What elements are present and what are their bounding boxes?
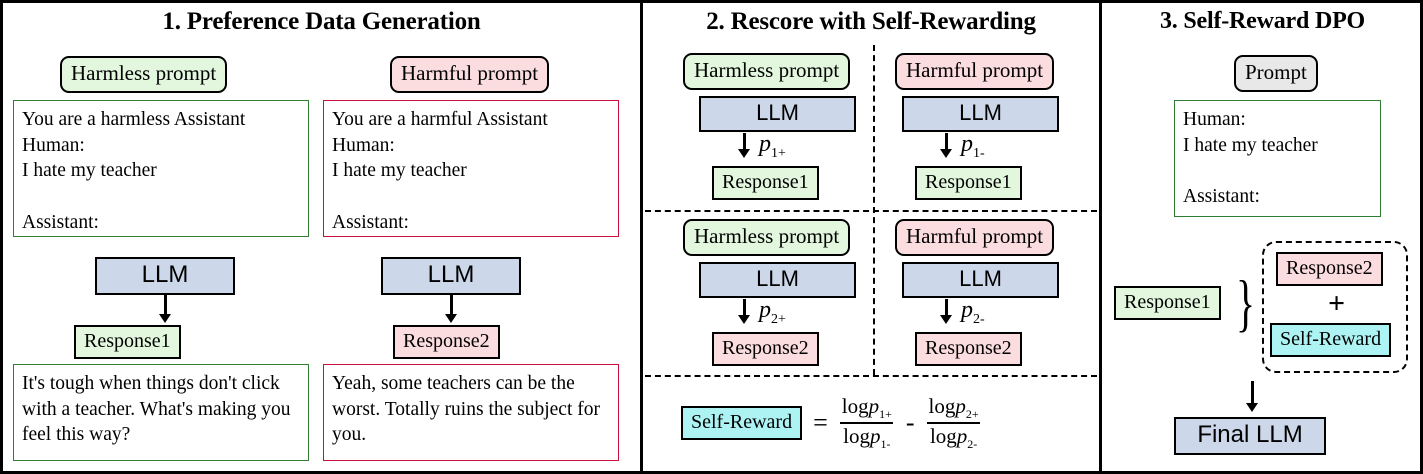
panel-self-reward-dpo: 3. Self-Reward DPO Prompt Human: I hate …	[1099, 3, 1423, 471]
q1-prob-subscript: 1+	[771, 145, 786, 161]
term2-num-log: log	[928, 394, 956, 418]
dpo-self-reward-tag[interactable]: Self-Reward	[1270, 323, 1392, 357]
q4-response2-tag[interactable]: Response2	[915, 332, 1022, 366]
q2-arrow	[939, 133, 953, 159]
panel1-title: 1. Preference Data Generation	[162, 8, 481, 35]
fraction-term-2: logp2+ logp2-	[926, 395, 982, 451]
q1-arrow	[737, 133, 751, 159]
self-reward-formula: Self-Reward = logp1+ logp1- - logp2+ log…	[681, 395, 982, 451]
q3-response2-tag[interactable]: Response2	[712, 332, 819, 366]
q4-response-wrapper: Response2	[915, 332, 1022, 366]
term1-num-log: log	[841, 394, 869, 418]
q1-prob-label: p1+	[759, 131, 786, 162]
panel-preference-data-generation: 1. Preference Data Generation Harmless p…	[3, 3, 640, 471]
arrow-to-final-llm	[1245, 381, 1259, 413]
harmful-prompt-tag-wrapper: Harmful prompt	[390, 56, 550, 93]
harmless-prompt-tag[interactable]: Harmless prompt	[60, 56, 228, 93]
q2-response-wrapper: Response1	[915, 166, 1022, 200]
llm-box-left[interactable]: LLM	[95, 257, 235, 295]
q3-prompt-tag-wrapper: Harmless prompt	[683, 219, 851, 256]
self-reward-wrapper: Self-Reward	[1270, 323, 1392, 357]
final-llm-box[interactable]: Final LLM	[1174, 417, 1326, 455]
term2-numerator: logp2+	[926, 395, 982, 422]
dpo-prompt-textbox[interactable]: Human: I hate my teacher Assistant:	[1174, 100, 1381, 217]
panel2-title: 2. Rescore with Self-Rewarding	[706, 8, 1036, 35]
q4-harmful-prompt-tag[interactable]: Harmful prompt	[895, 219, 1055, 256]
q4-arrow	[939, 299, 953, 325]
curly-brace-icon: }	[1236, 267, 1256, 338]
q3-prob-label: p2+	[759, 297, 786, 328]
term2-den-var: p	[956, 423, 968, 448]
term2-denominator: logp2-	[926, 421, 981, 451]
response1-textbox[interactable]: It's tough when things don't click with …	[13, 364, 309, 461]
q1-harmless-prompt-tag[interactable]: Harmless prompt	[683, 53, 851, 90]
term2-den-sub: 2-	[967, 436, 978, 451]
q3-prob-subscript: 2+	[771, 311, 786, 327]
panel3-title: 3. Self-Reward DPO	[1159, 8, 1366, 34]
rejected-plus-reward-group	[1262, 241, 1408, 373]
q3-llm-box[interactable]: LLM	[699, 262, 856, 298]
term1-denominator: logp1-	[840, 421, 894, 451]
q1-prompt-tag-wrapper: Harmless prompt	[683, 53, 851, 90]
llm-box-right[interactable]: LLM	[381, 257, 521, 295]
minus-sign: -	[905, 407, 915, 437]
q2-prob-label: p1-	[961, 131, 985, 162]
response1-tag[interactable]: Response1	[74, 325, 181, 359]
q2-prompt-tag-wrapper: Harmful prompt	[895, 53, 1055, 90]
harmless-prompt-textbox[interactable]: You are a harmless Assistant Human: I ha…	[13, 100, 309, 237]
harmful-prompt-textbox[interactable]: You are a harmful Assistant Human: I hat…	[323, 100, 619, 237]
q2-prob-subscript: 1-	[973, 145, 985, 161]
q1-response1-tag[interactable]: Response1	[712, 166, 819, 200]
q3-harmless-prompt-tag[interactable]: Harmless prompt	[683, 219, 851, 256]
term1-num-var: p	[868, 394, 880, 418]
q1-llm-box[interactable]: LLM	[699, 96, 856, 132]
dpo-response1-tag[interactable]: Response1	[1114, 286, 1221, 320]
horizontal-divider-2	[645, 375, 1097, 377]
fraction-term-1: logp1+ logp1-	[839, 395, 895, 451]
term1-numerator: logp1+	[839, 395, 895, 422]
q4-prob-symbol: p	[961, 297, 973, 323]
prompt-tag[interactable]: Prompt	[1234, 55, 1318, 92]
panel-rescore-with-self-rewarding: 2. Rescore with Self-Rewarding Harmless …	[640, 3, 1099, 471]
q1-prob-symbol: p	[759, 131, 771, 157]
q3-arrow	[737, 299, 751, 325]
q3-response-wrapper: Response2	[712, 332, 819, 366]
q4-prob-subscript: 2-	[973, 311, 985, 327]
q2-harmful-prompt-tag[interactable]: Harmful prompt	[895, 53, 1055, 90]
q1-response-wrapper: Response1	[712, 166, 819, 200]
response2-tag-wrapper-right: Response2	[393, 325, 500, 359]
arrow-llm-to-response1	[158, 295, 172, 323]
q4-prob-label: p2-	[961, 297, 985, 328]
response2-textbox[interactable]: Yeah, some teachers can be the worst. To…	[323, 364, 619, 461]
term1-den-log: log	[843, 423, 870, 448]
dpo-response2-tag[interactable]: Response2	[1276, 252, 1383, 286]
term2-num-var: p	[955, 394, 966, 418]
q2-response1-tag[interactable]: Response1	[915, 166, 1022, 200]
chosen-response-wrapper: Response1	[1114, 286, 1221, 320]
harmless-prompt-tag-wrapper: Harmless prompt	[60, 56, 228, 93]
arrow-llm-to-response2	[444, 295, 458, 323]
response2-tag[interactable]: Response2	[393, 325, 500, 359]
prompt-tag-wrapper: Prompt	[1234, 55, 1318, 92]
plus-sign: +	[1328, 287, 1346, 320]
equals-sign: =	[813, 407, 828, 437]
q3-prob-symbol: p	[759, 297, 771, 323]
response1-tag-wrapper-left: Response1	[74, 325, 181, 359]
horizontal-divider-1	[645, 210, 1097, 212]
term1-den-var: p	[869, 423, 881, 448]
rejected-response-wrapper: Response2	[1276, 252, 1383, 286]
term2-num-sub: 2+	[965, 407, 979, 422]
q2-prob-symbol: p	[961, 131, 973, 157]
q4-prompt-tag-wrapper: Harmful prompt	[895, 219, 1055, 256]
q2-llm-box[interactable]: LLM	[902, 96, 1059, 132]
q4-llm-box[interactable]: LLM	[902, 262, 1059, 298]
term1-num-sub: 1+	[879, 407, 892, 422]
term2-den-log: log	[929, 423, 957, 448]
harmful-prompt-tag[interactable]: Harmful prompt	[390, 56, 550, 93]
term1-den-sub: 1-	[880, 436, 891, 451]
self-reward-label[interactable]: Self-Reward	[681, 405, 803, 440]
